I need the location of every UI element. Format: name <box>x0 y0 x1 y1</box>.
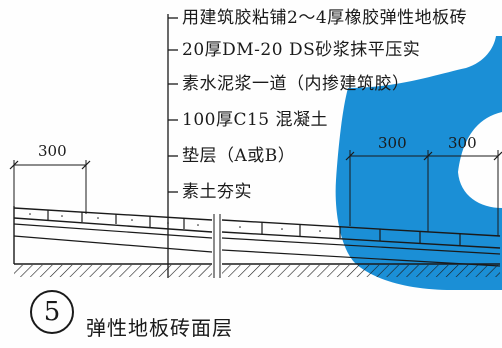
dimension-label-left: 300 <box>38 142 67 160</box>
dimension-right <box>345 150 502 236</box>
blue-shape <box>335 36 502 290</box>
dimension-left <box>9 160 91 214</box>
layer-label-4: 100厚C15 混凝土 <box>182 110 328 130</box>
layer-label-5: 垫层（A或B） <box>182 146 296 166</box>
layer-label-1: 用建筑胶粘铺2～4厚橡胶弹性地板砖 <box>182 8 468 28</box>
blue-shape-notch <box>458 112 502 208</box>
dimension-label-right-1: 300 <box>378 134 407 152</box>
detail-title: 弹性地板砖面层 <box>86 316 233 340</box>
layer-label-6: 素土夯实 <box>182 182 252 202</box>
left-section <box>13 206 213 277</box>
layer-label-2: 20厚DM-20 DS砂浆抹平压实 <box>182 40 421 60</box>
dimension-label-right-2: 300 <box>448 134 477 152</box>
right-section <box>221 219 501 277</box>
detail-number: 5 <box>30 290 74 334</box>
layer-label-3: 素水泥浆一道（内掺建筑胶） <box>182 74 410 94</box>
